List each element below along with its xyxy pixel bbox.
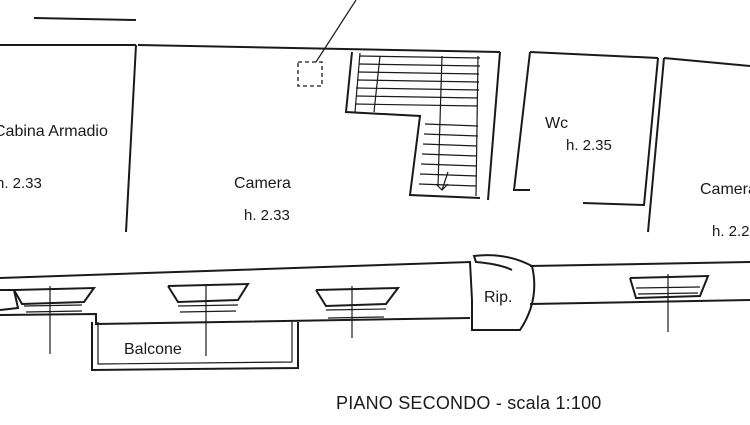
plan-caption: PIANO SECONDO - scala 1:100 <box>336 393 602 413</box>
facade-window-1 <box>0 289 20 311</box>
balcone-label: Balcone <box>124 341 182 358</box>
ripostiglio-label: Rip. <box>484 289 512 306</box>
upper-wall-wc <box>529 51 659 59</box>
upper-wall-middle <box>137 44 501 53</box>
room-height-wc: h. 2.35 <box>566 137 612 154</box>
stair-arrow-icon <box>435 171 449 191</box>
stair-right-wall <box>487 51 501 201</box>
window-recess-4 <box>629 274 710 332</box>
balcony-outline <box>91 322 299 372</box>
dashed-shaft-square <box>297 61 323 87</box>
wc-left-wall <box>512 51 531 191</box>
room-label-camera-right: Camera <box>700 181 750 198</box>
upper-wall-right <box>663 57 750 67</box>
room-label-camera: Camera <box>234 175 291 192</box>
stair-treads <box>354 55 481 197</box>
top-edge-line <box>33 17 137 21</box>
room-label-wc: Wc <box>545 115 568 132</box>
room-label-cabina-armadio: Cabina Armadio <box>0 123 108 140</box>
room-height-camera: h. 2.33 <box>244 207 290 224</box>
ripostiglio-outline <box>471 254 536 331</box>
partition-wall-1 <box>125 44 137 233</box>
room-height-camera-right: h. 2.2 <box>712 223 750 240</box>
facade-upper-line <box>0 260 473 301</box>
stair-outline <box>344 51 481 199</box>
facade-upper-line-right <box>529 261 750 267</box>
leader-line <box>315 0 357 63</box>
window-recess-1 <box>13 286 96 354</box>
window-recess-3 <box>315 286 401 338</box>
room-height-cabina-armadio: h. 2.33 <box>0 175 42 192</box>
facade-lower-line <box>0 299 750 326</box>
wc-right-wall <box>582 57 659 207</box>
right-room-wall <box>647 57 665 233</box>
window-recess-2 <box>167 282 250 356</box>
stair-inner-edge <box>354 52 361 113</box>
